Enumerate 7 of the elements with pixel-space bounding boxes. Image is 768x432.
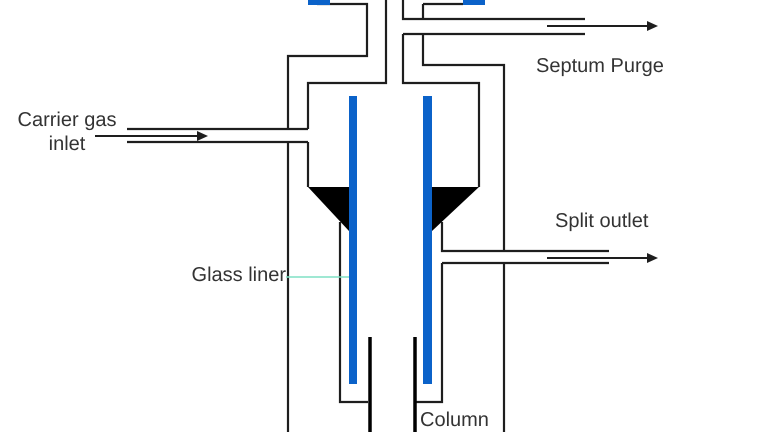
glass-liner-bar [349,96,357,384]
leader-line [286,276,349,278]
pipe-label: Split outlet [555,209,648,233]
callout-label: Glass liner [192,263,286,287]
column-label: Column [420,410,489,430]
pipe-label: Carrier gas inlet [16,108,118,156]
pipe-label: Septum Purge [536,54,664,78]
